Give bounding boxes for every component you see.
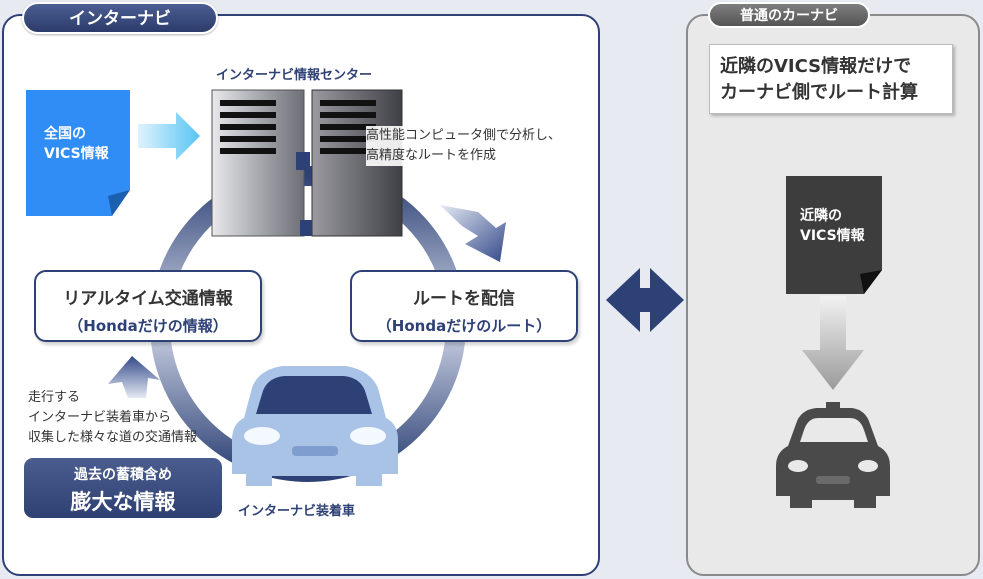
arrow-to-route-icon bbox=[440, 205, 506, 262]
internavi-car-icon bbox=[232, 366, 398, 486]
national-vics-line1: 全国の bbox=[44, 126, 86, 142]
collect-note-line3: 収集した様々な道の交通情報 bbox=[28, 430, 198, 445]
realtime-title: リアルタイム交通情報 bbox=[63, 289, 233, 309]
realtime-subtitle: （Hondaだけの情報） bbox=[68, 317, 228, 335]
headline-line1: 近隣のVICS情報だけで bbox=[720, 56, 912, 77]
server-note-line1: 高性能コンピュータ側で分析し、 bbox=[366, 128, 562, 143]
ordinary-navi-headline: 近隣のVICS情報だけで カーナビ側でルート計算 bbox=[709, 44, 953, 114]
national-vics-text: 全国の VICS情報 bbox=[44, 124, 109, 164]
route-delivery-bubble: ルートを配信 （Hondaだけのルート） bbox=[350, 270, 578, 342]
nearby-vics-line1: 近隣の bbox=[800, 208, 842, 224]
collect-note-line2: インターナビ装着車から bbox=[28, 410, 172, 425]
center-label: インターナビ情報センター bbox=[216, 68, 373, 83]
arrow-vics-to-center-icon bbox=[138, 112, 200, 160]
arrow-to-realtime-icon bbox=[108, 356, 160, 398]
nearby-vics-line2: VICS情報 bbox=[800, 228, 865, 244]
info-box-line1: 過去の蓄積含め bbox=[74, 467, 172, 483]
ordinary-navi-tab: 普通のカーナビ bbox=[708, 2, 870, 28]
server-note: 高性能コンピュータ側で分析し、 高精度なルートを作成 bbox=[366, 126, 596, 166]
national-vics-document-icon bbox=[26, 90, 130, 216]
headline-line2: カーナビ側でルート計算 bbox=[720, 82, 918, 103]
nearby-vics-text: 近隣の VICS情報 bbox=[800, 206, 865, 246]
route-subtitle: （Hondaだけのルート） bbox=[376, 317, 552, 335]
route-title: ルートを配信 bbox=[413, 289, 515, 309]
nearby-vics-document-icon bbox=[786, 176, 882, 294]
double-arrow-icon bbox=[606, 268, 684, 332]
internavi-car-label: インターナビ装着車 bbox=[238, 504, 356, 519]
realtime-traffic-bubble: リアルタイム交通情報 （Hondaだけの情報） bbox=[34, 270, 262, 342]
collect-note-line1: 走行する bbox=[28, 390, 81, 405]
huge-info-box: 過去の蓄積含め 膨大な情報 bbox=[24, 458, 222, 518]
server-note-line2: 高精度なルートを作成 bbox=[366, 148, 497, 163]
arrow-down-icon bbox=[802, 296, 864, 390]
national-vics-line2: VICS情報 bbox=[44, 146, 109, 162]
internavi-tab: インターナビ bbox=[22, 2, 218, 34]
info-box-line2: 膨大な情報 bbox=[70, 490, 176, 514]
collect-note: 走行する インターナビ装着車から 収集した様々な道の交通情報 bbox=[28, 388, 248, 448]
ordinary-car-icon bbox=[776, 402, 890, 508]
